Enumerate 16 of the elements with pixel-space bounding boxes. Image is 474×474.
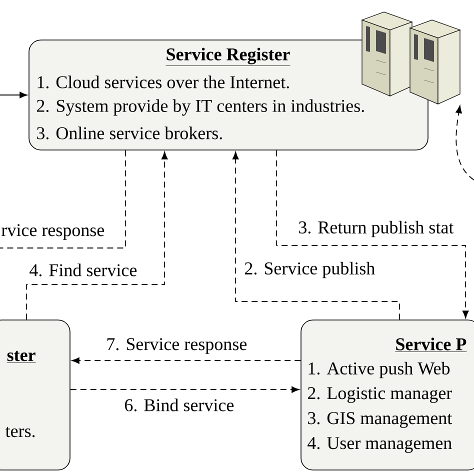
arrow xyxy=(276,150,469,318)
edge-label: 4. Find service xyxy=(28,262,138,278)
edge-label: rvice response xyxy=(0,223,106,241)
process-box: Service P 1. Active push Web 2. Logistic manager 3. GIS management 4. User managemen xyxy=(300,320,474,470)
arrow xyxy=(0,92,28,98)
process-box: Service Register 1. Cloud services over the Internet. 2. System provide by IT centers in industries. 3. Online service brokers. xyxy=(28,40,428,150)
edge-label: 6. Bind service xyxy=(123,398,236,412)
edge-label: 7. Service response xyxy=(105,337,248,355)
arrow xyxy=(456,106,474,180)
arrow xyxy=(232,152,400,320)
arrow xyxy=(72,357,302,364)
edge-label: 2. Service publish xyxy=(243,260,376,280)
edge-label: 3. Return publish stat xyxy=(297,220,455,238)
arrow xyxy=(70,386,300,393)
arrow xyxy=(26,152,168,320)
process-box: ster ters. xyxy=(0,320,70,470)
